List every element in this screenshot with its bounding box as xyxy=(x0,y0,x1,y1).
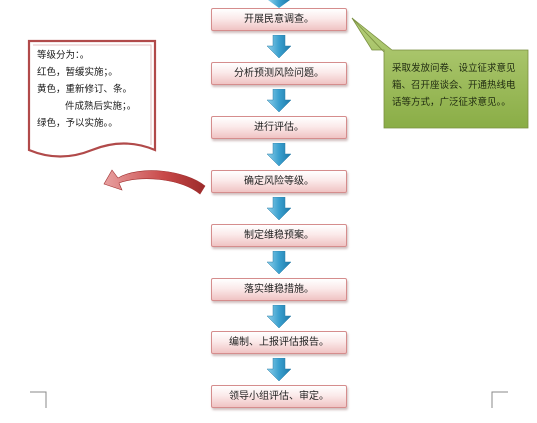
step-survey: 开展民意调查。 xyxy=(211,8,347,31)
step-implement: 落实维稳措施。 xyxy=(211,278,347,301)
note-line-red: 红色，暂缓实施；。 xyxy=(37,67,118,78)
corner-mark-right xyxy=(491,391,508,408)
top-arrow-tail xyxy=(268,0,290,8)
step-approve: 领导小组评估、审定。 xyxy=(211,385,347,408)
step-evaluate: 进行评估。 xyxy=(211,116,347,139)
down-arrow-2 xyxy=(266,89,292,113)
survey-callout-text: 采取发放问卷、设立征求意见箱、召开座谈会、开通热线电话等方式，广泛征求意见。。 xyxy=(392,63,516,108)
down-arrow-7 xyxy=(266,358,292,382)
down-arrow-4 xyxy=(266,197,292,221)
corner-mark-left xyxy=(30,391,47,408)
step-make-plan: 制定维稳预案。 xyxy=(211,224,347,247)
callout-shape xyxy=(351,17,529,129)
note-line-yellow: 黄色，重新修订、条。 xyxy=(37,84,133,95)
note-line-yellow-cont: 件成熟后实施；。 xyxy=(65,101,137,112)
down-arrow-5 xyxy=(266,251,292,275)
note-shape xyxy=(27,39,157,158)
note-line-title: 等级分为：。 xyxy=(37,50,90,61)
step-report: 编制、上报评估报告。 xyxy=(211,331,347,354)
note-line-green: 绿色，予以实施。。 xyxy=(37,118,118,129)
curved-return-arrow xyxy=(103,169,206,195)
down-arrow-1 xyxy=(266,35,292,59)
risk-level-note-text: 等级分为：。 红色，暂缓实施；。 黄色，重新修订、条。 件成熟后实施；。 绿色，… xyxy=(37,47,149,132)
risk-level-note: 等级分为：。 红色，暂缓实施；。 黄色，重新修订、条。 件成熟后实施；。 绿色，… xyxy=(28,40,156,160)
down-arrow-6 xyxy=(266,305,292,329)
down-arrow-3 xyxy=(266,143,292,167)
step-risk-level: 确定风险等级。 xyxy=(211,170,347,193)
step-analyze-risk: 分析预测风险问题。 xyxy=(211,62,347,85)
